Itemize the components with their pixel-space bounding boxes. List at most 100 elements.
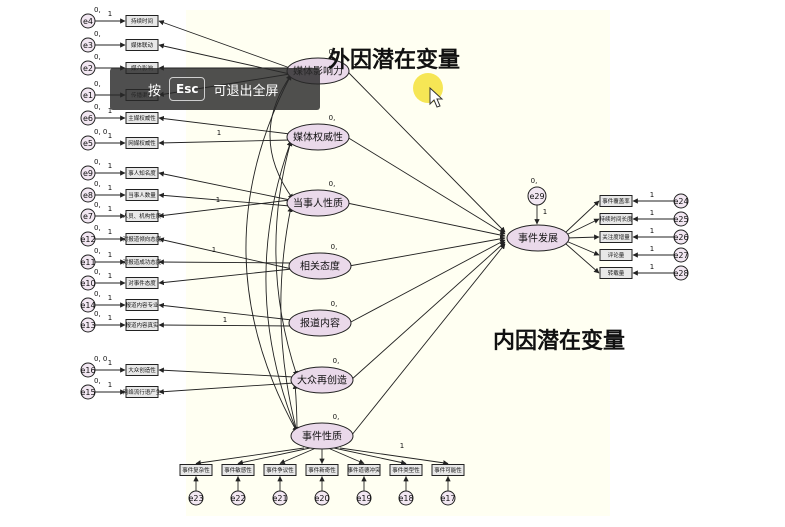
observed-variable-box[interactable]: [125, 386, 159, 398]
latent-variance-label: 0,: [333, 413, 340, 421]
observed-variable-box[interactable]: [599, 267, 633, 279]
hint-suffix: 可退出全屏: [213, 83, 279, 99]
observed-variable-box[interactable]: [431, 464, 465, 476]
error-term-label: e8: [83, 191, 93, 200]
observed-variable-label: 大众创造性: [128, 366, 156, 374]
error-weight-label: 1: [650, 245, 654, 253]
observed-variable-label: 持续时间: [131, 17, 153, 25]
observed-variable-label: 事件争议性: [266, 466, 294, 474]
observed-variable-box[interactable]: [125, 39, 159, 51]
error-weight-label: 1: [108, 205, 112, 213]
error-weight-label: 1: [108, 184, 112, 192]
latent-variable-label: 相关态度: [300, 260, 340, 273]
observed-variable-box[interactable]: [347, 464, 381, 476]
error-term-label: e16: [80, 366, 95, 375]
latent-variable-ellipse[interactable]: [288, 252, 352, 280]
latent-variable-ellipse[interactable]: [290, 422, 354, 450]
error-weight-label: 1: [108, 10, 112, 18]
loading-path: [158, 302, 293, 321]
observed-variable-box[interactable]: [305, 464, 339, 476]
latent-variable-label: 媒体权威性: [293, 131, 343, 144]
error-term-circle: [230, 490, 246, 506]
loading-path: [158, 115, 291, 135]
error-term-label: e7: [83, 212, 93, 221]
error-term-circle: [188, 490, 204, 506]
error-term-circle: [398, 490, 414, 506]
observed-variable-label: 报道内容真实: [125, 321, 159, 329]
error-term-label: e17: [440, 494, 455, 503]
error-variance-label: 0,: [94, 53, 101, 61]
latent-variable-label: 事件发展: [518, 232, 558, 245]
observed-variable-label: 网络流行语产生: [123, 388, 162, 396]
observed-variable-box[interactable]: [599, 195, 633, 207]
observed-variable-box[interactable]: [389, 464, 423, 476]
error-term-label: e18: [398, 494, 413, 503]
error-variance-label: 0,: [94, 6, 101, 14]
error-variance-label: 0,: [94, 247, 101, 255]
observed-variable-label: 事件覆盖率: [602, 197, 630, 205]
observed-variable-label: 转载量: [608, 269, 625, 277]
observed-variable-box[interactable]: [125, 167, 159, 179]
error-variance-label: 0, 0: [94, 128, 107, 136]
observed-variable-box[interactable]: [599, 231, 633, 243]
loading-path: [565, 200, 600, 233]
error-term-circle: [673, 265, 689, 281]
covariance-arc: [265, 140, 298, 433]
latent-variable-label: 当事人性质: [293, 197, 343, 210]
observed-variable-box[interactable]: [125, 319, 159, 331]
observed-variable-box[interactable]: [263, 464, 297, 476]
observed-variable-box[interactable]: [125, 112, 159, 124]
observed-variable-box[interactable]: [125, 233, 159, 245]
mouse-cursor-icon: [413, 73, 444, 108]
structural-path: [350, 243, 506, 437]
observed-variable-label: 事件道德冲突: [347, 466, 381, 474]
error-term-circle: [673, 211, 689, 227]
observed-variable-label: 主媒权威性: [128, 114, 156, 122]
observed-variable-box[interactable]: [125, 137, 159, 149]
error-weight-label: 1: [108, 228, 112, 236]
observed-variable-box[interactable]: [125, 256, 159, 268]
observed-variable-box[interactable]: [125, 364, 159, 376]
loading-path: [158, 199, 291, 219]
error-term-label: e22: [230, 494, 245, 503]
latent-variable-ellipse[interactable]: [286, 189, 350, 217]
error-term-circle: [440, 490, 456, 506]
observed-variable-box[interactable]: [125, 277, 159, 289]
loading-path: [158, 367, 295, 378]
latent-variable-ellipse[interactable]: [286, 123, 350, 151]
observed-variable-box[interactable]: [599, 249, 633, 261]
observed-variable-label: 评论量: [608, 251, 625, 259]
observed-variable-label: 网媒权威性: [128, 139, 156, 147]
error-term-label: e19: [356, 494, 371, 503]
observed-variable-box[interactable]: [125, 210, 159, 222]
latent-variable-ellipse[interactable]: [506, 224, 570, 252]
observed-variable-box[interactable]: [125, 189, 159, 201]
latent-variable-ellipse[interactable]: [290, 366, 354, 394]
loading-path: [158, 237, 293, 270]
structural-path: [348, 239, 506, 324]
error-variance-label: 0, 0: [94, 355, 107, 363]
observed-variable-box[interactable]: [599, 213, 633, 225]
disturbance-weight-label: 1: [543, 208, 547, 216]
latent-variable-ellipse[interactable]: [288, 309, 352, 337]
observed-variable-box[interactable]: [125, 299, 159, 311]
error-term-circle: [673, 193, 689, 209]
hint-prefix: 按: [148, 83, 162, 99]
error-term-circle: [80, 297, 96, 313]
observed-variable-box[interactable]: [179, 464, 213, 476]
esc-key-badge[interactable]: Esc: [169, 77, 206, 101]
error-term-label: e26: [673, 233, 688, 242]
error-term-circle: [80, 362, 96, 378]
observed-variable-box[interactable]: [221, 464, 255, 476]
error-weight-label: 1: [108, 162, 112, 170]
error-term-circle: [673, 247, 689, 263]
observed-variable-box[interactable]: [125, 15, 159, 27]
error-term-circle: [80, 231, 96, 247]
error-variance-label: 0,: [94, 80, 101, 88]
error-term-circle: [80, 135, 96, 151]
exogenous-heading: 外因潜在变量: [328, 48, 461, 73]
loading-path: [565, 218, 600, 236]
error-term-circle: [673, 229, 689, 245]
error-term-label: e1: [83, 91, 93, 100]
structural-path: [348, 236, 506, 267]
